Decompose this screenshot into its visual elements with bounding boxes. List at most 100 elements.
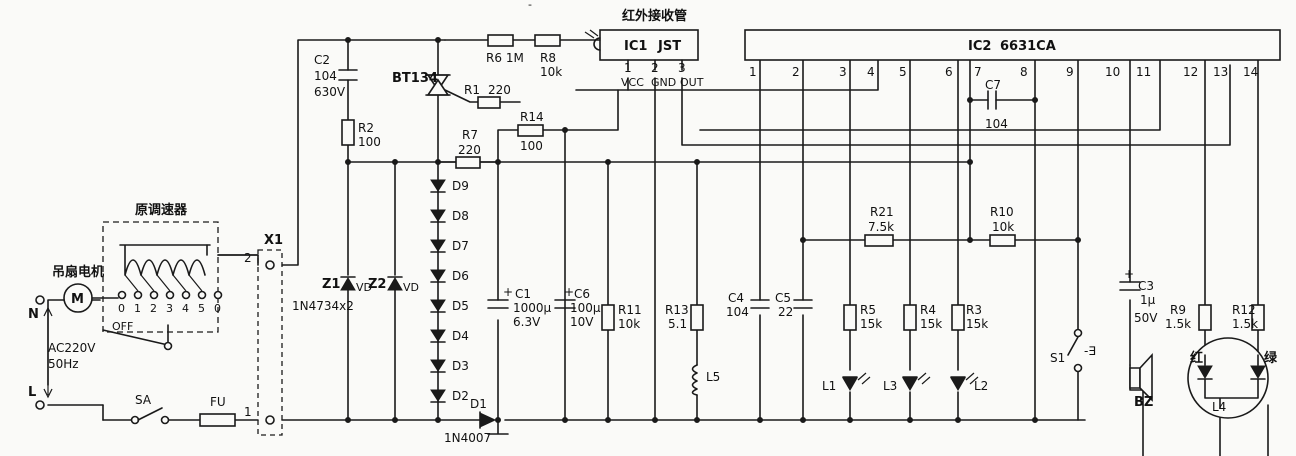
ic2-pin-2: 2: [792, 65, 800, 79]
resistor-r2: R2 100: [341, 119, 381, 149]
sa-label: SA: [135, 393, 152, 407]
tap-3: 3: [166, 302, 173, 315]
switch-off-label: OFF: [112, 320, 133, 333]
zener-z2: Z2 VD: [368, 276, 419, 294]
diode-d5: D5: [430, 299, 469, 313]
r14-value: 100: [520, 139, 543, 153]
ic2-pin-5: 5: [899, 65, 907, 79]
speed-tap-contacts: [117, 290, 223, 300]
junctions: [345, 37, 1081, 423]
c7-value: 104: [985, 117, 1008, 131]
r9-value: 1.5k: [1165, 317, 1191, 331]
capacitor-c1: + C1 1000μ 6.3V: [487, 285, 552, 329]
motor-label: 吊扇电机: [52, 264, 104, 280]
resistor-r14: R14 100: [517, 110, 544, 153]
motor-symbol: M: [71, 292, 84, 307]
zener-value: 1N4734x2: [292, 299, 354, 313]
capacitor-c2: C2 104 630V: [314, 53, 358, 99]
ir-receiver-label: 红外接收管: [622, 8, 687, 24]
led-red-label: 红: [1190, 350, 1203, 366]
capacitor-c6: + C6 100μ 10V: [554, 285, 601, 329]
r8-ref: R8: [540, 51, 556, 65]
resistor-r3: R3 15k: [951, 303, 988, 331]
c5-ref: C5: [775, 291, 791, 305]
c4-value: 104: [726, 305, 749, 319]
c2-ref: C2: [314, 53, 330, 67]
capacitor-c4: C4 104: [726, 291, 770, 319]
z1-label: Z1: [322, 277, 340, 292]
s1-mark: -∃: [1084, 344, 1096, 358]
bz-label: BZ: [1134, 395, 1153, 410]
fuse-fu: FU: [199, 395, 236, 427]
switch-s1: S1 -∃: [1050, 328, 1096, 373]
diode-d4: D4: [430, 329, 469, 343]
top-fragment: -: [528, 0, 532, 11]
d7-label: D7: [452, 239, 469, 253]
c3-ref: C3: [1138, 279, 1154, 293]
tap-4: 4: [182, 302, 189, 315]
ic2-pin-7: 7: [974, 65, 982, 79]
c1-rating: 6.3V: [513, 315, 541, 329]
tap-5: 5: [198, 302, 205, 315]
c6-rating: 10V: [570, 315, 594, 329]
r10-value: 10k: [992, 220, 1014, 234]
resistor-r5: R5 15k: [843, 303, 882, 331]
ic2-6631ca: IC2 6631CA 1 2 3 4 5 6 7 8 9 10 11 12 13…: [744, 29, 1281, 79]
c6-value: 100μ: [570, 301, 601, 315]
l4-label: L4: [1212, 400, 1226, 414]
diode-d8: D8: [430, 209, 469, 223]
c1-ref: C1: [515, 287, 531, 301]
r9-ref: R9: [1170, 303, 1186, 317]
diode-d9: D9: [430, 179, 469, 193]
d1-ref: D1: [470, 397, 487, 411]
r12-value: 1.5k: [1232, 317, 1258, 331]
zener-z1: Z1 VD: [322, 276, 372, 294]
ic2-type: 6631CA: [1000, 39, 1056, 54]
l2-label: L2: [974, 379, 988, 393]
ic2-pin-10: 10: [1105, 65, 1120, 79]
d1-value: 1N4007: [444, 431, 491, 445]
d9-label: D9: [452, 179, 469, 193]
ic1-pin1-num: 1: [624, 61, 632, 75]
r5-ref: R5: [860, 303, 876, 317]
d5-label: D5: [452, 299, 469, 313]
mains-frequency: 50Hz: [48, 357, 79, 371]
tap-0a: 0: [118, 302, 125, 315]
c7-ref: C7: [985, 78, 1001, 92]
diode-chain: D9 D8 D7 D6 D5 D4 D3 D2: [430, 179, 469, 403]
diode-d2: D2: [430, 389, 469, 403]
r21-ref: R21: [870, 205, 894, 219]
ic2-pin-12: 12: [1183, 65, 1198, 79]
wiring: [47, 39, 1269, 456]
ic2-pin-8: 8: [1020, 65, 1028, 79]
resistor-r12: R12 1.5k: [1232, 303, 1265, 331]
r6-label: R6 1M: [486, 51, 524, 65]
r21-value: 7.5k: [868, 220, 894, 234]
original-speed-controller: 原调速器 0 1 2 3 4 5 0 OFF: [102, 202, 259, 351]
l3-label: L3: [883, 379, 897, 393]
capacitor-c5: C5 22: [775, 291, 813, 319]
c2-value: 104: [314, 69, 337, 83]
l5-label: L5: [706, 370, 720, 384]
z2-suffix: VD: [403, 281, 419, 294]
ic2-pin-4: 4: [867, 65, 875, 79]
c2-rating: 630V: [314, 85, 346, 99]
r10-ref: R10: [990, 205, 1014, 219]
resistor-r11: R11 10k: [601, 303, 642, 331]
x1-pin2: 2: [244, 251, 252, 265]
r8-value: 10k: [540, 65, 562, 79]
r1-ref: R1: [464, 83, 480, 97]
r3-ref: R3: [966, 303, 982, 317]
r2-value: 100: [358, 135, 381, 149]
c6-plus: +: [564, 285, 574, 299]
r1-value: 220: [488, 83, 511, 97]
tap-1: 1: [134, 302, 141, 315]
mains-voltage: AC220V: [48, 341, 96, 355]
ic2-pin-6: 6: [945, 65, 953, 79]
c6-ref: C6: [574, 287, 590, 301]
l1-label: L1: [822, 379, 836, 393]
c3-value: 1μ: [1140, 293, 1156, 307]
resistor-r4: R4 15k: [903, 303, 942, 331]
c3-rating: 50V: [1134, 311, 1158, 325]
